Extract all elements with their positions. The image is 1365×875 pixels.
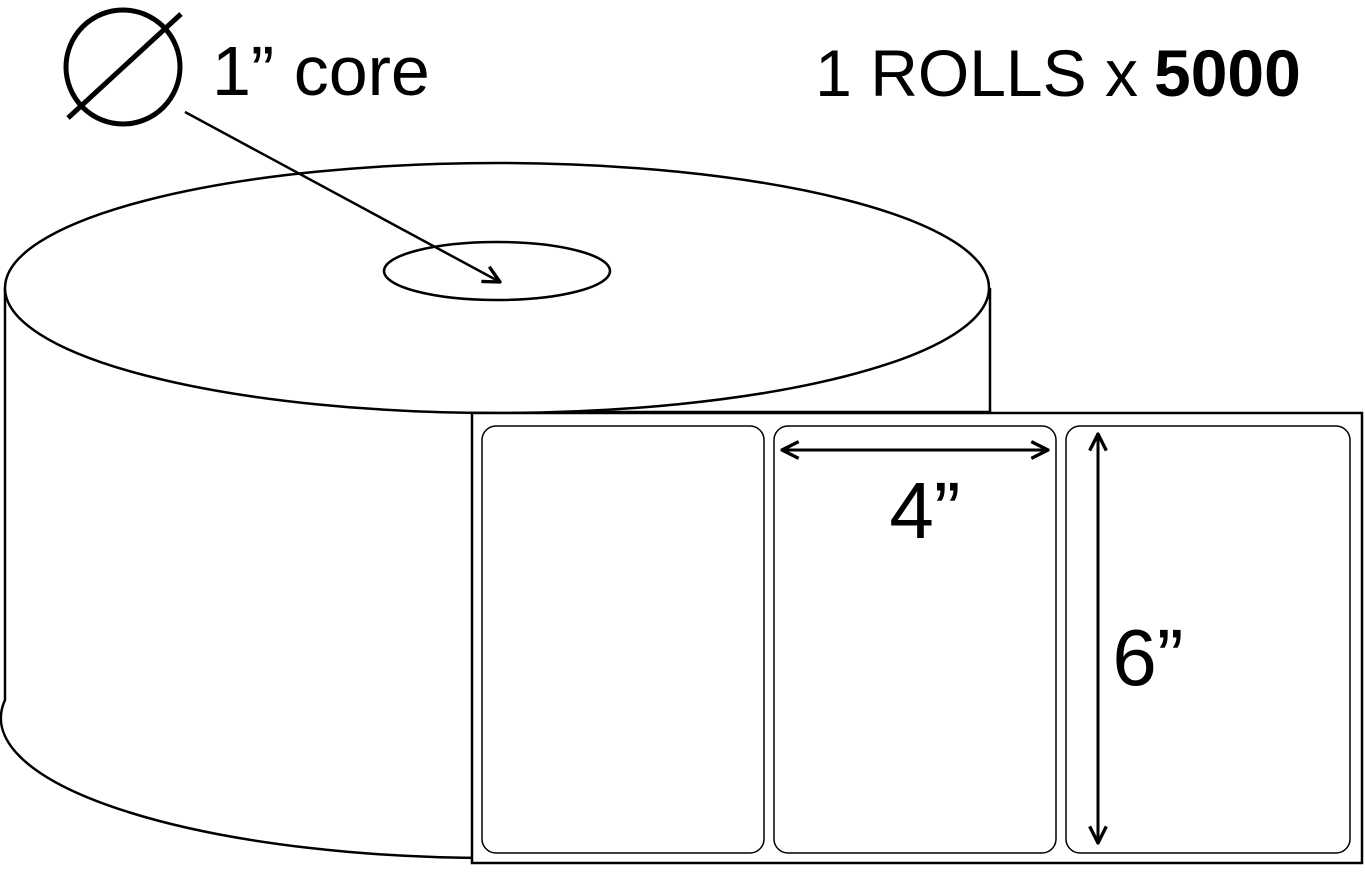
label-2 [773,425,1057,854]
height-label: 6” [1112,613,1183,702]
roll-core-hole [382,240,612,302]
label-3 [1065,425,1351,854]
width-label: 4” [889,466,960,555]
label-count: 5000 [1154,36,1301,110]
core-size-label: 1” core [212,32,430,110]
label-strip [470,411,1364,865]
label-1 [481,425,765,854]
rolls-label: 1 ROLLS x [815,36,1138,110]
core-leader-arrow [184,110,500,282]
diameter-symbol-icon [63,7,183,127]
